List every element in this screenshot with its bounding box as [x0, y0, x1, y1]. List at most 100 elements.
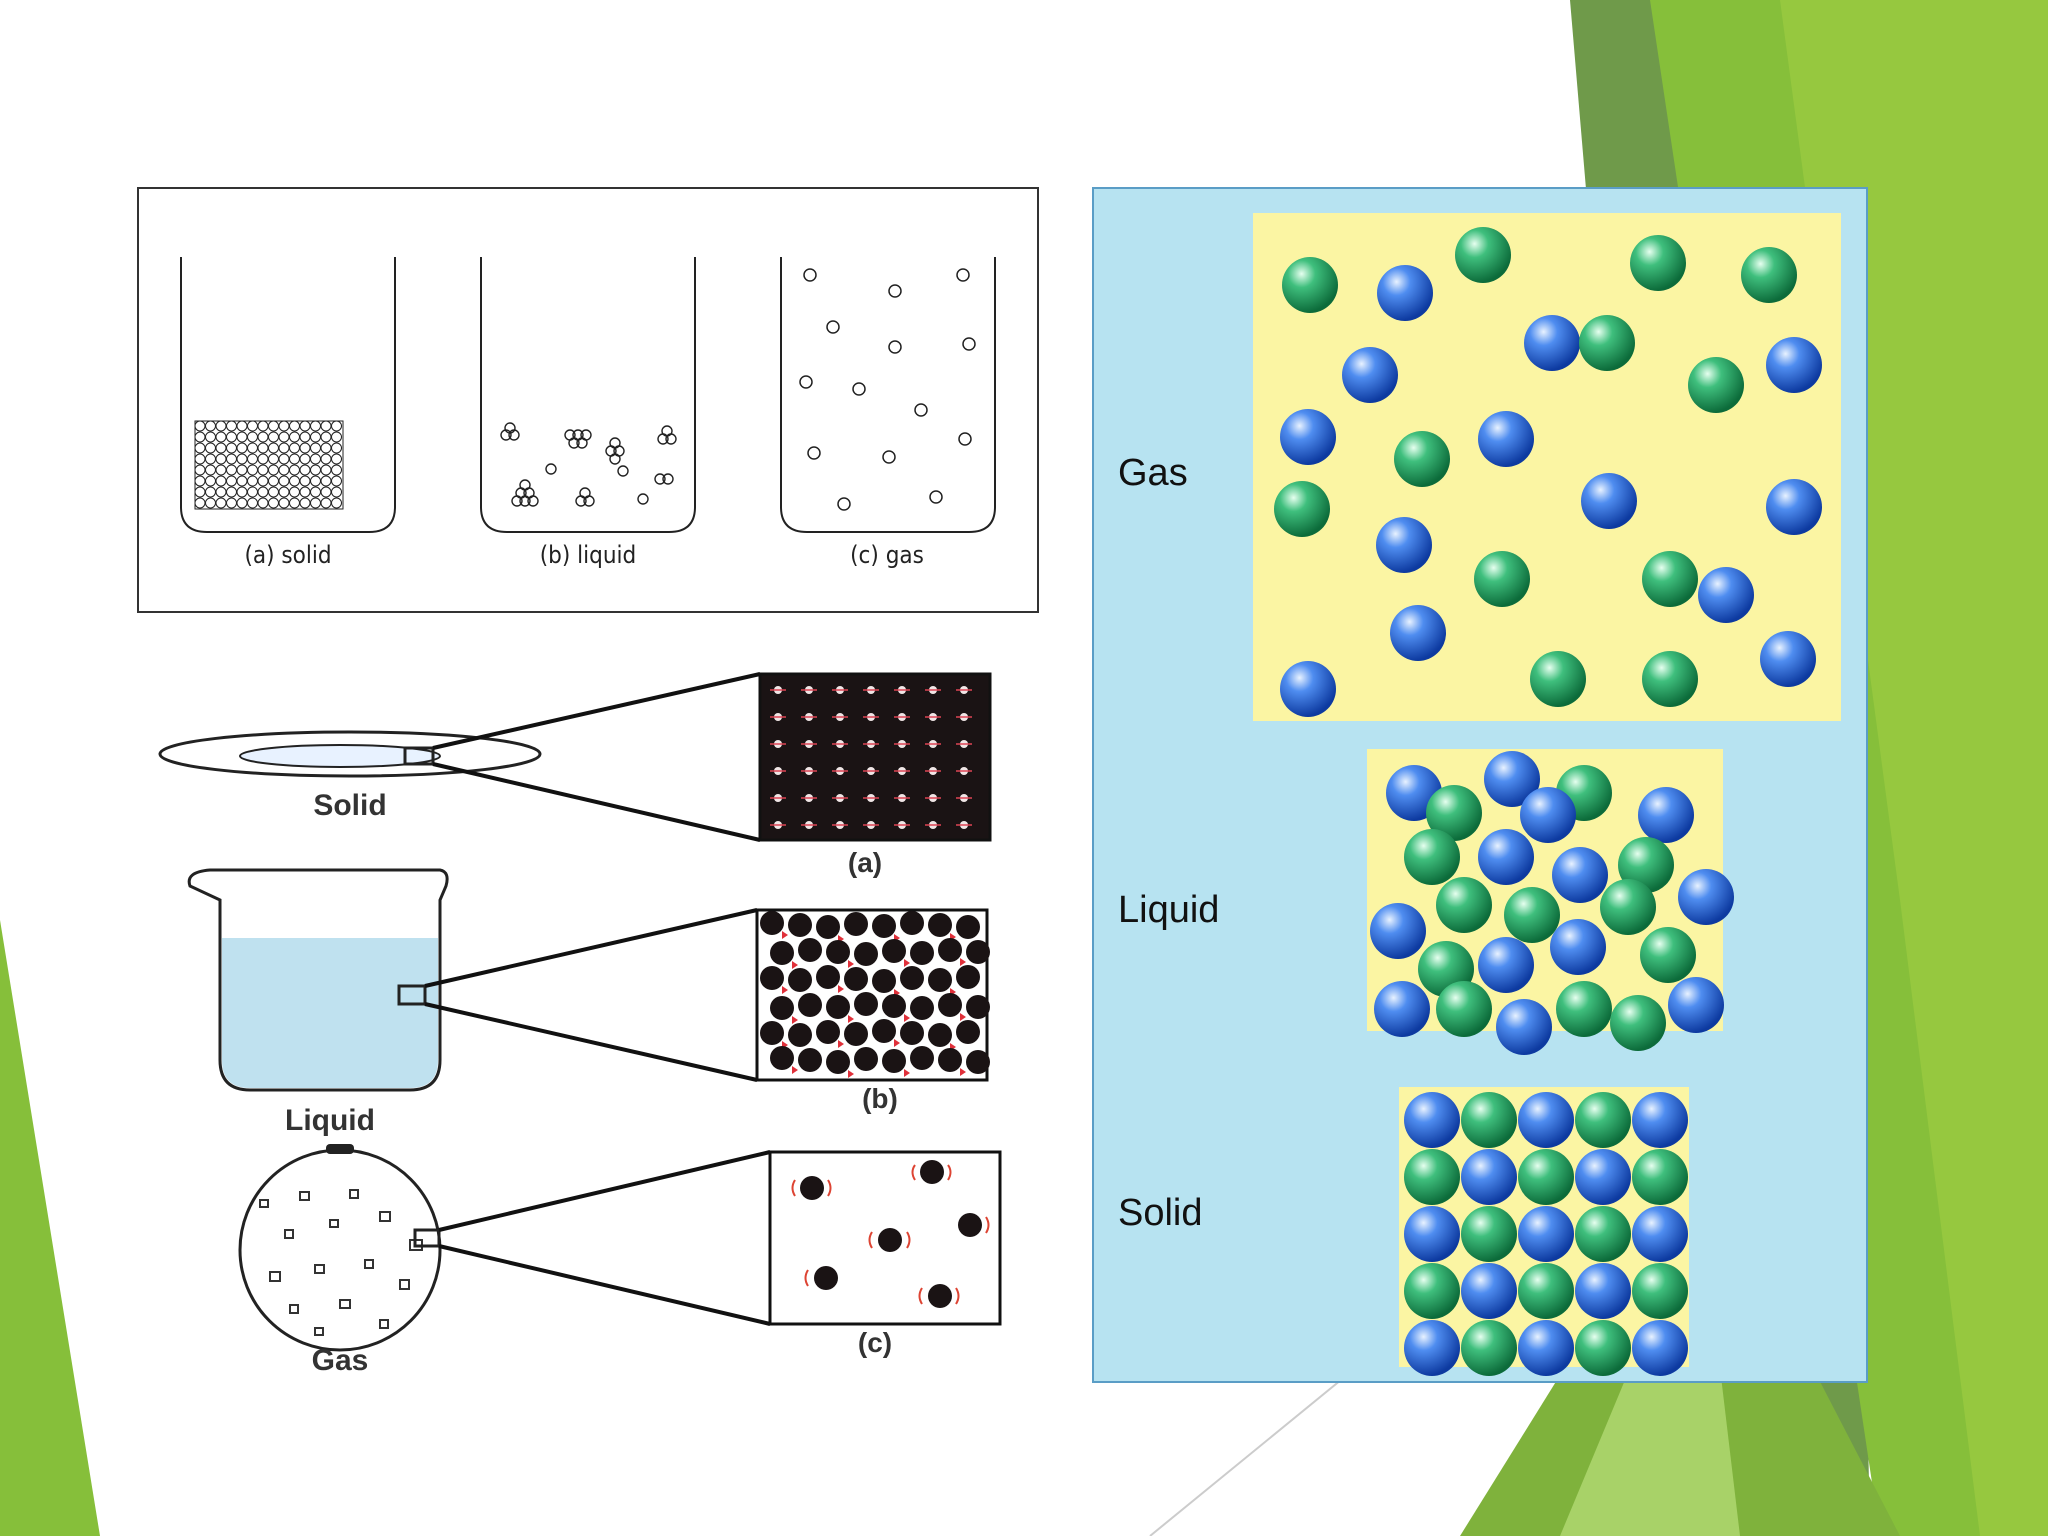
liquid-zoom-particle — [900, 966, 924, 990]
liquid-sphere — [1600, 879, 1656, 935]
liquid-zoom-particle — [882, 1049, 906, 1073]
gas-sphere — [1474, 551, 1530, 607]
liquid-zoom-particle — [956, 965, 980, 989]
gas-sphere — [1390, 605, 1446, 661]
gas-sphere — [1630, 235, 1686, 291]
gas-sphere — [1274, 481, 1330, 537]
liquid-zoom-particle — [956, 1020, 980, 1044]
gas-sphere — [1280, 409, 1336, 465]
liquid-zoom-particle — [826, 995, 850, 1019]
gas-sphere — [1280, 661, 1336, 717]
spheres-liquid-label: Liquid — [1118, 889, 1219, 931]
solid-sphere — [1404, 1263, 1460, 1319]
solid-sphere — [1461, 1320, 1517, 1376]
solid-sphere — [1632, 1149, 1688, 1205]
gas-zoom-line-bottom — [439, 1246, 770, 1324]
liquid-sphere — [1504, 887, 1560, 943]
solid-sphere — [1518, 1092, 1574, 1148]
zoom-label-c: (c) — [858, 1327, 892, 1358]
liquid-zoom-particle — [910, 1046, 934, 1070]
solid-zoom-box — [760, 674, 990, 840]
liquid-zoom-particle — [910, 996, 934, 1020]
solid-sphere — [1461, 1092, 1517, 1148]
liquid-sphere — [1638, 787, 1694, 843]
beakers-panel: (a) solid (b) liquid (c) gas — [137, 187, 1039, 613]
liquid-zoom-particle — [760, 1021, 784, 1045]
solid-zoom-line-top — [433, 674, 760, 748]
solid-sphere — [1575, 1092, 1631, 1148]
solid-sphere — [1575, 1263, 1631, 1319]
gas-sphere — [1642, 551, 1698, 607]
gas-sphere — [1688, 357, 1744, 413]
liquid-zoom-particle — [788, 913, 812, 937]
liquid-sphere — [1552, 847, 1608, 903]
liquid-sphere — [1668, 977, 1724, 1033]
liquid-zoom-particle — [816, 965, 840, 989]
gas-sphere — [1478, 411, 1534, 467]
liquid-fill — [222, 938, 438, 1088]
solid-sphere — [1632, 1320, 1688, 1376]
gas-sphere — [1530, 651, 1586, 707]
left-green-shape — [0, 920, 100, 1536]
liquid-zoom-particle — [854, 992, 878, 1016]
gas-sphere — [1394, 431, 1450, 487]
gas-sphere — [1342, 347, 1398, 403]
liquid-zoom-particle — [798, 993, 822, 1017]
gas-flask-stopper — [326, 1144, 354, 1154]
liquid-zoom-particle — [900, 1021, 924, 1045]
liquid-zoom-particle — [938, 993, 962, 1017]
liquid-zoom-particle — [956, 915, 980, 939]
liquid-sphere — [1640, 927, 1696, 983]
liquid-sphere — [1374, 981, 1430, 1037]
solid-sphere — [1404, 1092, 1460, 1148]
gas-sphere — [1766, 479, 1822, 535]
solid-sphere — [1518, 1206, 1574, 1262]
liquid-zoom-line-bottom — [425, 1004, 757, 1080]
liquid-zoom-line-top — [425, 910, 757, 986]
gas-sphere — [1698, 567, 1754, 623]
liquid-zoom-particle — [966, 1050, 990, 1074]
liquid-zoom-particle — [928, 968, 952, 992]
liquid-zoom-particle — [770, 941, 794, 965]
gas-sphere — [1579, 315, 1635, 371]
gas-sphere — [1760, 631, 1816, 687]
liquid-zoom-particle — [900, 911, 924, 935]
liquid-zoom-particle — [882, 939, 906, 963]
liquid-zoom-particle — [872, 914, 896, 938]
liquid-zoom-particle — [826, 940, 850, 964]
liquid-sphere — [1436, 877, 1492, 933]
gas-sphere — [1282, 257, 1338, 313]
spheres-solid-label: Solid — [1118, 1192, 1203, 1234]
liquid-sphere — [1478, 937, 1534, 993]
zoom-label-b: (b) — [862, 1083, 898, 1114]
liquid-zoom-particle — [928, 913, 952, 937]
solid-container-label: Solid — [313, 789, 386, 822]
liquid-zoom-particle — [844, 967, 868, 991]
solid-sphere — [1632, 1206, 1688, 1262]
solid-sphere — [1575, 1320, 1631, 1376]
solid-sphere — [1632, 1263, 1688, 1319]
solid-sphere — [1404, 1320, 1460, 1376]
label-c-gas: (c) gas — [850, 541, 924, 569]
label-b-liquid: (b) liquid — [540, 541, 637, 569]
gas-sphere — [1642, 651, 1698, 707]
solid-sphere — [1518, 1320, 1574, 1376]
liquid-zoom-particle — [816, 1020, 840, 1044]
liquid-sphere — [1404, 829, 1460, 885]
solid-sphere — [1518, 1149, 1574, 1205]
solid-sphere — [1404, 1206, 1460, 1262]
solid-sphere — [1461, 1206, 1517, 1262]
solid-sphere — [1632, 1092, 1688, 1148]
liquid-zoom-particle — [798, 938, 822, 962]
liquid-sphere — [1496, 999, 1552, 1055]
gas-sphere — [1376, 517, 1432, 573]
gas-sphere — [1741, 247, 1797, 303]
containers-panel: Solid (a) Liquid (b) Gas (c) — [150, 660, 1030, 1380]
solid-sphere — [1575, 1149, 1631, 1205]
liquid-zoom-particle — [966, 995, 990, 1019]
liquid-sphere — [1678, 869, 1734, 925]
liquid-zoom-particle — [788, 1023, 812, 1047]
liquid-zoom-particle — [798, 1048, 822, 1072]
gas-sphere — [1524, 315, 1580, 371]
solid-sphere — [1518, 1263, 1574, 1319]
